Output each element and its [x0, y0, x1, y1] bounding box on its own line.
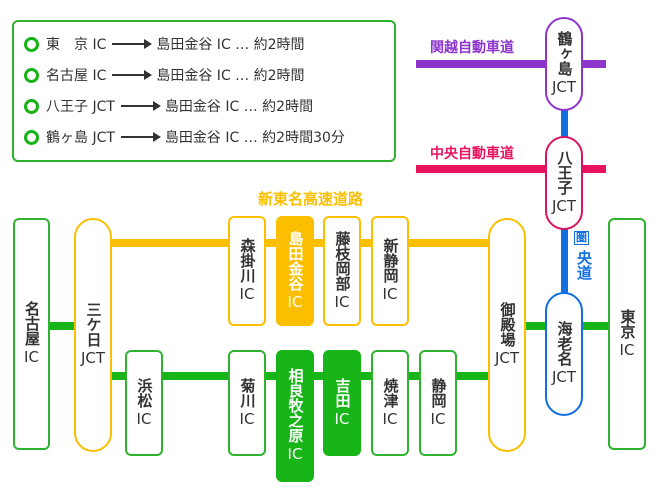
legend-time: … 約2時間30分: [243, 130, 345, 146]
legend-origin: 鶴ヶ島 JCT: [46, 130, 115, 146]
legend-row: 名古屋 IC 島田金谷 IC … 約2時間: [24, 64, 305, 86]
node-name: 静岡: [429, 377, 448, 408]
node-hamamatsu-ic[interactable]: 浜松 IC: [125, 350, 163, 456]
node-type: IC: [287, 292, 303, 311]
node-name: 新静岡: [381, 238, 400, 283]
ring-bullet-icon: [24, 98, 39, 114]
node-name: 三ケ日: [84, 302, 103, 347]
node-ebina-jct[interactable]: 海老名 JCT: [545, 292, 583, 416]
node-shin-shizuoka-ic[interactable]: 新静岡 IC: [371, 216, 409, 326]
legend-box: 東 京 IC 島田金谷 IC … 約2時間 名古屋 IC 島田金谷 IC … 約…: [12, 20, 396, 162]
legend-row: 八王子 JCT 島田金谷 IC … 約2時間: [24, 95, 313, 117]
node-nagoya-ic[interactable]: 名古屋 IC: [13, 218, 50, 450]
node-name: 吉田: [333, 377, 352, 408]
ring-bullet-icon: [24, 36, 39, 52]
node-shimada-kanaya-ic[interactable]: 島田金谷 IC: [276, 216, 314, 326]
node-name: 浜松: [135, 377, 154, 408]
node-type: IC: [619, 340, 635, 359]
legend-origin: 名古屋 IC: [46, 68, 107, 84]
node-name: 菊川: [238, 377, 257, 408]
node-name: 相良牧之原: [286, 368, 305, 443]
long-arrow-right-icon: [112, 39, 153, 49]
node-yoshida-ic[interactable]: 吉田 IC: [323, 350, 361, 456]
node-name: 名古屋: [23, 301, 41, 346]
node-type: IC: [334, 409, 350, 428]
node-type: JCT: [551, 197, 577, 215]
node-gotemba-jct[interactable]: 御殿場 JCT: [488, 218, 526, 452]
node-type: IC: [382, 409, 398, 428]
node-name: 鶴ヶ島: [555, 31, 574, 76]
legend-row: 鶴ヶ島 JCT 島田金谷 IC … 約2時間30分: [24, 126, 345, 148]
ring-bullet-icon: [24, 129, 39, 145]
legend-time: … 約2時間: [235, 37, 305, 53]
node-sagara-makinohara-ic[interactable]: 相良牧之原 IC: [276, 350, 314, 482]
ken-o-expressway-label: 央道: [575, 250, 593, 280]
node-type: IC: [239, 285, 255, 303]
node-name: 焼津: [381, 377, 400, 408]
node-type: IC: [430, 409, 446, 428]
node-type: IC: [136, 409, 152, 428]
node-type: JCT: [494, 349, 520, 367]
chuo-expressway-label: 中央自動車道: [430, 146, 514, 162]
node-yaizu-ic[interactable]: 焼津 IC: [371, 350, 409, 456]
node-name: 東京: [618, 308, 637, 339]
legend-destination: 島田金谷 IC: [164, 99, 240, 115]
node-fujieda-okabe-ic[interactable]: 藤枝岡部 IC: [323, 216, 361, 326]
node-type: IC: [334, 292, 350, 311]
node-type: IC: [382, 285, 398, 303]
long-arrow-right-icon: [120, 101, 161, 111]
legend-destination: 島田金谷 IC: [156, 68, 231, 84]
ken-o-expressway-line-upper: [561, 108, 568, 138]
node-shizuoka-ic[interactable]: 静岡 IC: [419, 350, 457, 456]
node-type: JCT: [551, 78, 577, 96]
node-type: JCT: [551, 368, 577, 386]
node-name: 森掛川: [238, 238, 257, 283]
chuo-expressway-line: [416, 165, 606, 173]
legend-origin: 東 京 IC: [46, 37, 107, 53]
node-type: IC: [239, 409, 255, 428]
node-tokyo-ic[interactable]: 東京 IC: [608, 218, 646, 450]
node-tsurugashima-jct[interactable]: 鶴ヶ島 JCT: [545, 17, 583, 111]
node-name: 御殿場: [498, 302, 517, 347]
node-name: 藤枝岡部: [333, 230, 352, 291]
node-mikkabi-jct[interactable]: 三ケ日 JCT: [74, 218, 112, 452]
legend-destination: 島田金谷 IC: [164, 130, 240, 146]
node-type: IC: [287, 445, 303, 463]
kanetsu-expressway-line: [416, 60, 606, 68]
node-name: 島田金谷: [286, 230, 305, 291]
long-arrow-right-icon: [112, 70, 153, 80]
node-kikugawa-ic[interactable]: 菊川 IC: [228, 350, 266, 456]
ken-o-expressway-line-lower: [561, 226, 568, 296]
legend-destination: 島田金谷 IC: [156, 37, 231, 53]
node-type: IC: [24, 348, 39, 366]
ring-bullet-icon: [24, 67, 39, 83]
shin-tomei-expressway-label: 新東名高速道路: [258, 190, 364, 208]
long-arrow-right-icon: [120, 132, 161, 142]
node-name: 八王子: [555, 150, 574, 195]
tomei-nagoya-link-line: [48, 322, 76, 330]
legend-time: … 約2時間: [235, 68, 305, 84]
legend-row: 東 京 IC 島田金谷 IC … 約2時間: [24, 33, 305, 55]
node-type: JCT: [80, 349, 106, 367]
ken-o-label-prefix: 圏: [574, 231, 589, 245]
legend-origin: 八王子 JCT: [46, 99, 115, 115]
legend-time: … 約2時間: [243, 99, 314, 115]
node-name: 海老名: [555, 321, 574, 366]
kanetsu-expressway-label: 関越自動車道: [430, 40, 514, 56]
node-hachioji-jct[interactable]: 八王子 JCT: [545, 136, 583, 230]
node-morikakegawa-ic[interactable]: 森掛川 IC: [228, 216, 266, 326]
